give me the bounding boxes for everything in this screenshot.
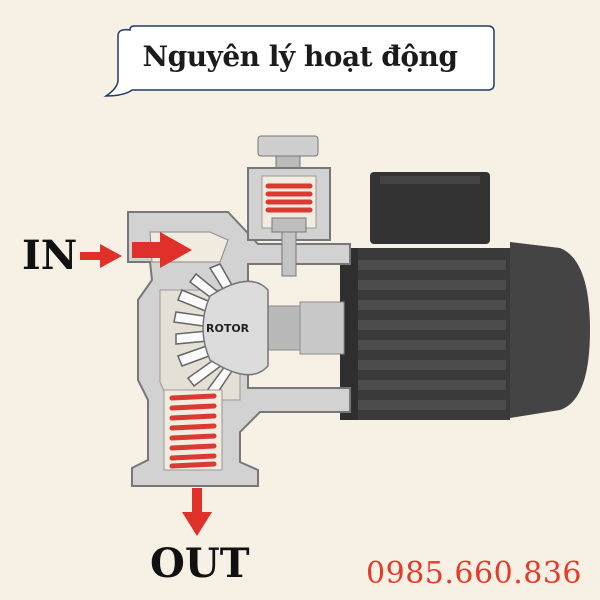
outlet-arrow xyxy=(182,488,212,536)
title-bubble xyxy=(103,25,495,97)
rotor-label: ROTOR xyxy=(206,322,250,335)
inlet-arrow-inner xyxy=(132,232,192,268)
phone-number[interactable]: 0985.660.836 xyxy=(366,556,582,591)
motor xyxy=(340,172,590,420)
outlet-label: OUT xyxy=(150,540,250,587)
page-title: Nguyên lý hoạt động xyxy=(142,40,458,73)
inlet-arrow-outer xyxy=(80,244,122,268)
outlet-spring xyxy=(163,389,223,471)
inlet-label: IN xyxy=(22,232,78,279)
relief-valve xyxy=(247,135,331,277)
relief-spring xyxy=(265,183,313,213)
rotor: ROTOR xyxy=(173,263,269,400)
